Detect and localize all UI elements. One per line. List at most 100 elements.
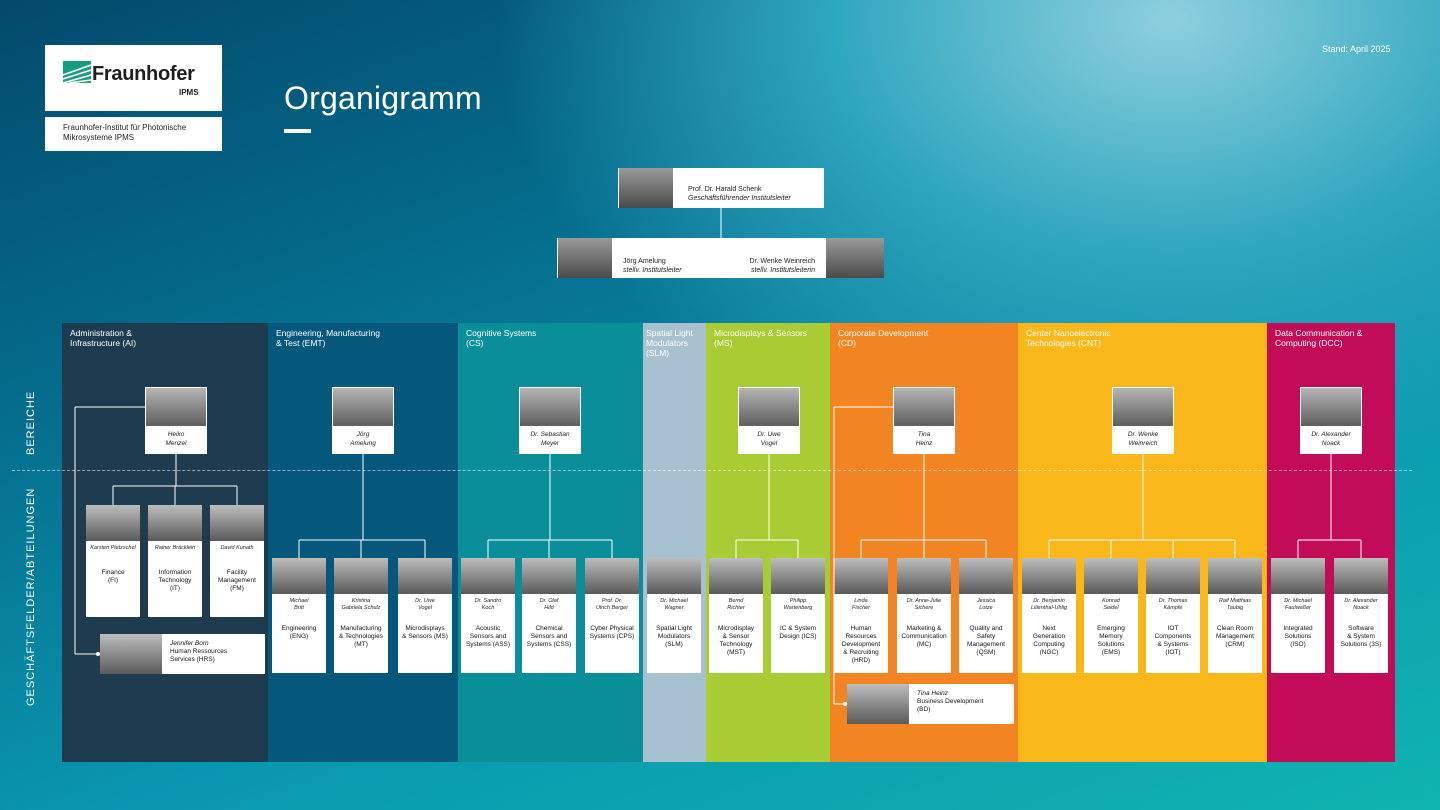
dept-label: Integrated Solutions (ISO) (1283, 625, 1313, 648)
dept-label: Microdisplays & Sensors (MS) (402, 625, 448, 640)
dept-label: Software & System Solutions (3S) (1340, 625, 1382, 648)
dept-photo (398, 558, 452, 594)
area-title-emt: Engineering, Manufacturing & Test (EMT) (276, 328, 380, 348)
dept-head-name: Jessica Lotze (976, 598, 996, 611)
area-title-cs: Cognitive Systems (CS) (466, 328, 537, 348)
head-photo (1113, 388, 1173, 426)
dept-photo (1334, 558, 1388, 594)
dept-label: Manufacturing & Technologies (MT) (339, 625, 383, 648)
area-head-card-cnt: Dr. Wenke Weinreich (1112, 387, 1174, 454)
director-photo (619, 168, 673, 208)
extra-label: Business Development (BD) (917, 698, 984, 713)
dept-head-name: David Kunath (220, 545, 254, 551)
section-divider (12, 470, 1412, 471)
dept-photo (959, 558, 1013, 594)
dept-photo (834, 558, 888, 594)
extra-label: Human Ressources Services (HRS) (170, 648, 228, 663)
dept-photo (1084, 558, 1138, 594)
head-photo (520, 388, 580, 426)
dept-head-name: Dr. Anne-Julie Sichere (906, 598, 942, 611)
dept-photo (334, 558, 388, 594)
dept-head-name: Michael Britt (289, 598, 309, 611)
side-label-departments: GESCHÄFTSFELDER/ABTEILUNGEN (25, 487, 37, 706)
title-underline (284, 129, 311, 133)
dept-label: Microdisplay & Sensor Technology (MST) (717, 625, 755, 656)
dept-head-name: Philipp Wartenberg (783, 598, 813, 611)
head-name: Jörg Amelung (350, 431, 376, 447)
dept-head-name: Dr. Sandro Koch (474, 598, 502, 611)
dept-label: Facility Management (FM) (218, 569, 256, 592)
head-name: Dr. Alexander Noack (1311, 431, 1351, 447)
dept-label: Clean Room Management (CRM) (1216, 625, 1254, 648)
dept-label: Quality and Safety Management (QSM) (967, 625, 1005, 656)
head-name: Dr. Wenke Weinreich (1127, 431, 1159, 447)
head-name: Dr. Uwe Vogel (757, 431, 781, 447)
director-role: Geschäftsführender Institutsleiter (688, 195, 791, 202)
head-name: Dr. Sebastian Meyer (530, 431, 570, 447)
date-stamp: Stand: April 2025 (1322, 44, 1391, 54)
dept-head-name: Konrad Seidel (1102, 598, 1120, 611)
dept-head-name: Prof. Dr. Ulrich Berger (595, 598, 629, 611)
dept-head-name: Bernd Richter (727, 598, 745, 611)
logo-wordmark: Fraunhofer (92, 63, 195, 85)
head-name: Tina Heinz (915, 431, 933, 447)
head-photo (739, 388, 799, 426)
dept-label: Marketing & Communication (MC) (901, 625, 947, 648)
area-head-card-emt: Jörg Amelung (332, 387, 394, 454)
head-photo (333, 388, 393, 426)
dept-label: Human Resources Development & Recruiting… (841, 625, 881, 664)
extra-name: Tina Heinz (917, 690, 949, 697)
dept-label: Acoustic Sensors and Systems (ASS) (465, 625, 511, 648)
deputy-right-photo (826, 238, 884, 278)
area-head-card-ms: Dr. Uwe Vogel (738, 387, 800, 454)
dept-label: Engineering (ENG) (281, 625, 317, 640)
dept-photo (522, 558, 576, 594)
dept-label: Cyber Physical Systems (CPS) (589, 625, 635, 640)
dept-head-name: Kristina Gabriela Schulz (341, 598, 381, 611)
deputy-card: Jörg Amelung stellv. Institutsleiter Dr.… (557, 238, 884, 278)
dept-head-name: Dr. Uwe Vogel (415, 598, 435, 611)
head-photo (146, 388, 206, 426)
extra-photo (100, 634, 162, 674)
dept-head-name: Dr. Olaf Hild (539, 598, 559, 611)
logo-institute: IPMS (179, 88, 199, 97)
dept-head-name: Dr. Michael Wagner (660, 598, 688, 611)
dept-head-name: Dr. Thomas Kämpfe (1158, 598, 1188, 611)
dept-head-name: Dr. Michael Faulwaßer (1284, 598, 1312, 611)
area-title-slm: Spatial Light Modulators (SLM) (646, 328, 693, 358)
dept-head-name: Rainer Bräcklein (154, 545, 196, 551)
dept-photo (210, 505, 264, 541)
dept-photo (897, 558, 951, 594)
dept-photo (1022, 558, 1076, 594)
dept-head-name: Ralf Matthias Taubig (1218, 598, 1252, 611)
dept-photo (86, 505, 140, 541)
director-name: Prof. Dr. Harald Schenk (688, 186, 762, 193)
head-photo (894, 388, 954, 426)
fraunhofer-logo-icon (63, 61, 91, 83)
dept-label: Next Generation Computing (NGC) (1032, 625, 1066, 656)
area-title-ai: Administration & Infrastructure (AI) (70, 328, 137, 348)
area-title-cnt: Center Nanoelectronic Technologies (CNT) (1026, 328, 1111, 348)
area-head-card-ai: Heiko Menzel (145, 387, 207, 454)
dept-head-name: Dr. Benjamin Lilienthal-Uhlig (1030, 598, 1068, 611)
deputy-right-name: Dr. Wenke Weinreich (749, 258, 816, 265)
area-title-ms: Microdisplays & Sensors (MS) (714, 328, 808, 348)
